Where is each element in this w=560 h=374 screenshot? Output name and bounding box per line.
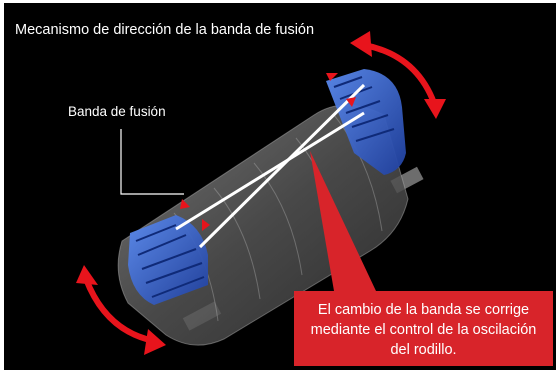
- left-blue-gear: [128, 215, 208, 305]
- red-tick-4: [346, 97, 356, 107]
- band-label: Banda de fusión: [68, 104, 166, 119]
- oscillation-arrowheads: [76, 31, 446, 355]
- diagram-stage: Mecanismo de dirección de la banda de fu…: [4, 3, 556, 370]
- oscillation-arrow-top: [361, 42, 437, 106]
- oscillation-arrow-bottom: [83, 276, 157, 344]
- oscillation-arrows: [83, 42, 437, 344]
- callout-shape: [294, 151, 553, 366]
- belt-edge-line-1: [175, 111, 365, 231]
- red-tick-3: [326, 73, 338, 81]
- diagram-title: Mecanismo de dirección de la banda de fu…: [15, 22, 315, 38]
- fuser-roller-assembly: [117, 69, 424, 346]
- band-label-leader: [120, 129, 184, 195]
- diagram-illustration: [76, 31, 553, 366]
- callout-text: El cambio de la banda se corrige mediant…: [310, 302, 537, 358]
- red-tick-2: [202, 219, 210, 231]
- belt-edge-line-2: [198, 83, 366, 249]
- red-tick-1: [180, 199, 190, 209]
